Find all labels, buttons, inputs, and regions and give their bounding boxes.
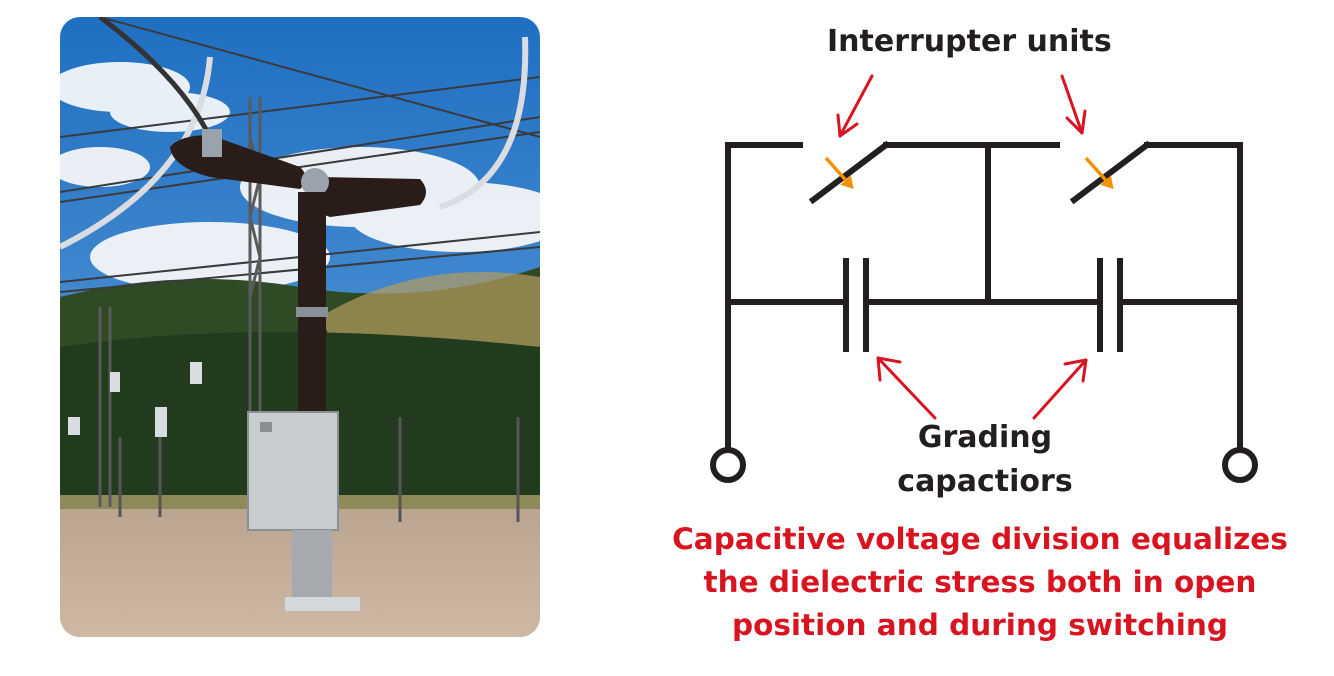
grading-capacitor-right — [1097, 258, 1123, 352]
label-grading-line2: capactiors — [897, 464, 1073, 499]
caption-line-1: Capacitive voltage division equalizes — [672, 522, 1288, 556]
label-grading-line1: Grading — [917, 420, 1053, 455]
grading-capacitor-left — [843, 258, 869, 352]
caption-line-3: position and during switching — [731, 608, 1228, 642]
arrow-to-left-capacitor — [876, 356, 937, 420]
caption: Capacitive voltage division equalizes th… — [640, 518, 1320, 647]
switch-arrow-right — [1084, 156, 1114, 189]
arrow-to-right-interrupter — [1060, 74, 1084, 135]
caption-line-2: the dielectric stress both in open — [703, 565, 1257, 599]
terminal-right — [1222, 447, 1258, 483]
breaker-photo — [60, 17, 540, 637]
circuit-diagram — [710, 74, 1258, 483]
arrow-to-left-interrupter — [838, 74, 874, 138]
arrow-to-right-capacitor — [1032, 358, 1088, 420]
terminal-left — [710, 447, 746, 483]
switch-arrow-left — [824, 156, 854, 189]
distant-equipment — [68, 362, 202, 437]
interrupter-heads — [170, 129, 426, 217]
support-frame — [292, 530, 332, 605]
circuit-wires — [725, 140, 1243, 450]
label-interrupter-units: Interrupter units — [827, 24, 1112, 59]
pointer-arrows — [836, 74, 1088, 420]
